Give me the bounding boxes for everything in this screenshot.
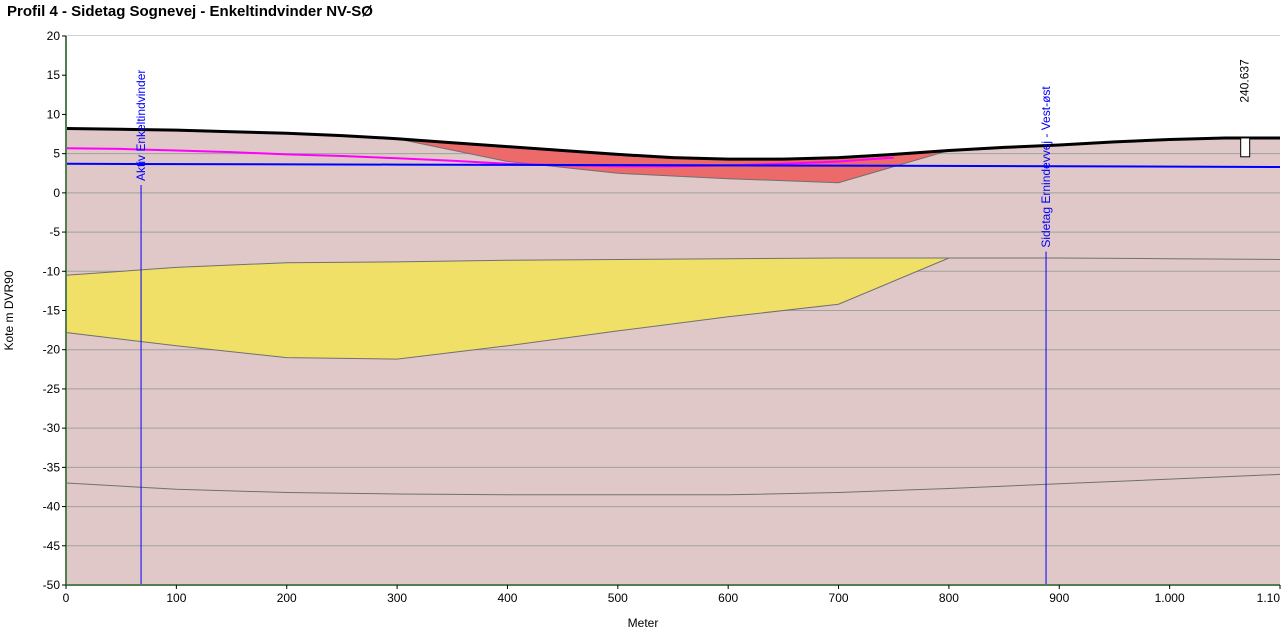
profile-lines (65, 127, 1281, 496)
x-tick-label: 600 (718, 591, 738, 605)
sky-fill (66, 36, 1280, 160)
y-tick-label: -25 (43, 382, 61, 396)
x-tick-label: 800 (939, 591, 959, 605)
x-tick-label: 1.10 (1257, 591, 1281, 605)
y-tick-label: -15 (43, 304, 61, 318)
y-tick-label: -40 (43, 500, 61, 514)
annotation-label: 240.637 (1238, 59, 1252, 103)
water-table-line (65, 162, 1281, 168)
deep-layer-line (65, 473, 1281, 496)
well-label: Sidetag Ernindevvej - Vest-øst (1039, 86, 1053, 248)
x-axis-label: Meter (628, 616, 659, 630)
upper-layer-line (948, 257, 1281, 260)
y-tick-label: 5 (53, 147, 60, 161)
well-markers: Aktiv Enkeltindvinder Sidetag Ernindevvej… (134, 70, 1053, 585)
x-tick-label: 200 (277, 591, 297, 605)
y-tick-label: 0 (53, 186, 60, 200)
well-label: Aktiv Enkeltindvinder (134, 70, 148, 181)
chart-title: Profil 4 - Sidetag Sognevej - Enkeltindv… (7, 3, 373, 20)
x-tick-label: 1.000 (1155, 591, 1185, 605)
x-tick-label: 900 (1049, 591, 1069, 605)
y-tick-label: -5 (49, 225, 60, 239)
y-tick-label: 20 (47, 29, 61, 43)
x-tick-label: 100 (166, 591, 186, 605)
clay-layer-body (65, 257, 950, 360)
y-tick-label: -30 (43, 421, 61, 435)
y-tick-label: -45 (43, 539, 61, 553)
y-tick-label: 10 (47, 107, 61, 121)
y-axis-label: Kote m DVR90 (2, 270, 16, 350)
x-tick-label: 0 (63, 591, 70, 605)
x-tick-label: 500 (608, 591, 628, 605)
x-tick-label: 400 (497, 591, 517, 605)
y-tick-label: -10 (43, 264, 61, 278)
y-tick-label: 15 (47, 68, 61, 82)
geology-bodies (65, 36, 1280, 360)
x-tick-label: 300 (387, 591, 407, 605)
annotation-marker (1240, 137, 1251, 158)
y-tick-label: -50 (43, 578, 61, 592)
y-tick-label: -20 (43, 343, 61, 357)
terrain-line (65, 127, 1280, 161)
annotations: 240.637 (1238, 59, 1252, 158)
x-tick-label: 700 (829, 591, 849, 605)
y-tick-label: -35 (43, 460, 61, 474)
